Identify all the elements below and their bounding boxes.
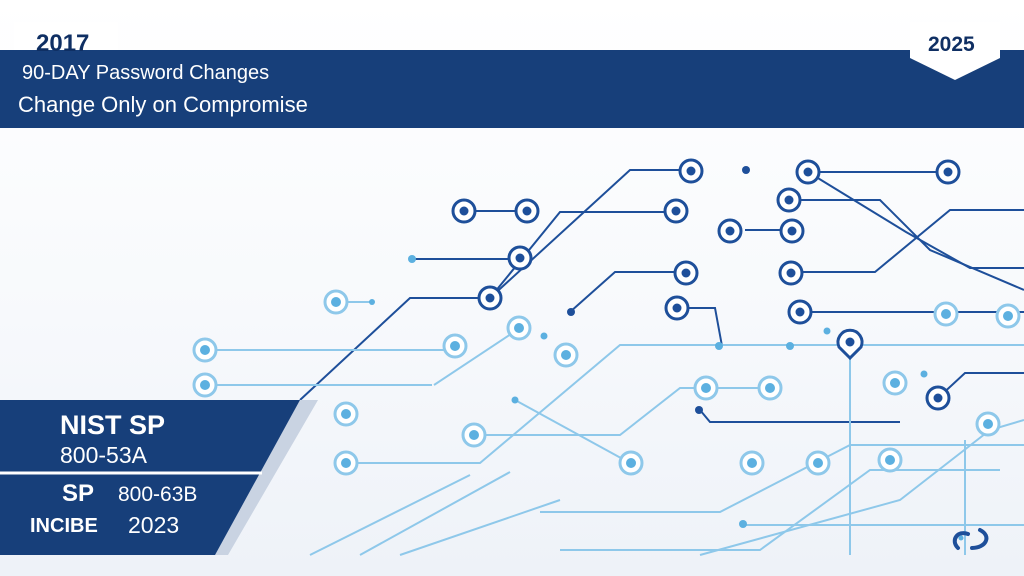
standard-nist-code: NIST SP <box>60 410 166 440</box>
standard-incibe-code: INCIBE <box>30 515 98 537</box>
network-line <box>790 199 1024 291</box>
end-year-label: 2025 <box>928 33 975 56</box>
network-line <box>359 471 511 556</box>
network-dot <box>511 396 519 404</box>
network-dot <box>567 308 575 316</box>
network-line <box>699 419 1024 556</box>
network-lines <box>206 169 1024 556</box>
start-year-label: 2017 <box>36 30 90 57</box>
start-year-tab <box>14 22 118 50</box>
network-dot <box>408 255 416 263</box>
dark-nodes <box>451 158 961 411</box>
dark-dots <box>567 166 750 414</box>
standard-nist-number: 800-53A <box>60 442 147 468</box>
light-dots <box>369 255 928 528</box>
standard-sp-code: SP <box>62 480 95 507</box>
standard-incibe-year: 2023 <box>128 512 180 538</box>
network-line <box>309 474 471 556</box>
network-dot <box>739 520 747 528</box>
end-year-tab <box>910 22 1000 80</box>
network-dot <box>786 342 794 350</box>
timeline-banner <box>0 50 1024 128</box>
network-line <box>560 469 1000 551</box>
network-line <box>569 271 686 313</box>
standard-sp-number: 800-63B <box>118 483 198 506</box>
network-line <box>540 444 1024 513</box>
brand-logo-icon <box>952 528 989 550</box>
standards-panel <box>0 400 300 555</box>
network-dot <box>715 342 723 350</box>
network-line <box>489 211 676 299</box>
network-dot <box>742 166 750 174</box>
network-line <box>345 344 1024 464</box>
network-line <box>937 372 1024 399</box>
network-line <box>514 399 631 464</box>
network-line <box>433 327 521 386</box>
network-dot <box>920 370 928 378</box>
network-line <box>299 169 690 401</box>
network-line <box>699 409 900 423</box>
new-practice-text: Change Only on Compromise <box>18 92 308 117</box>
light-nodes <box>192 289 1021 476</box>
network-line <box>470 387 770 436</box>
network-dot <box>695 406 703 414</box>
network-dot <box>823 327 831 335</box>
old-practice-text: 90-DAY Password Changes <box>22 62 270 84</box>
network-line <box>678 307 723 347</box>
network-dot <box>369 299 375 305</box>
network-line <box>807 171 1024 269</box>
network-line <box>399 499 561 556</box>
network-dot <box>540 332 548 340</box>
network-line <box>792 209 1024 273</box>
